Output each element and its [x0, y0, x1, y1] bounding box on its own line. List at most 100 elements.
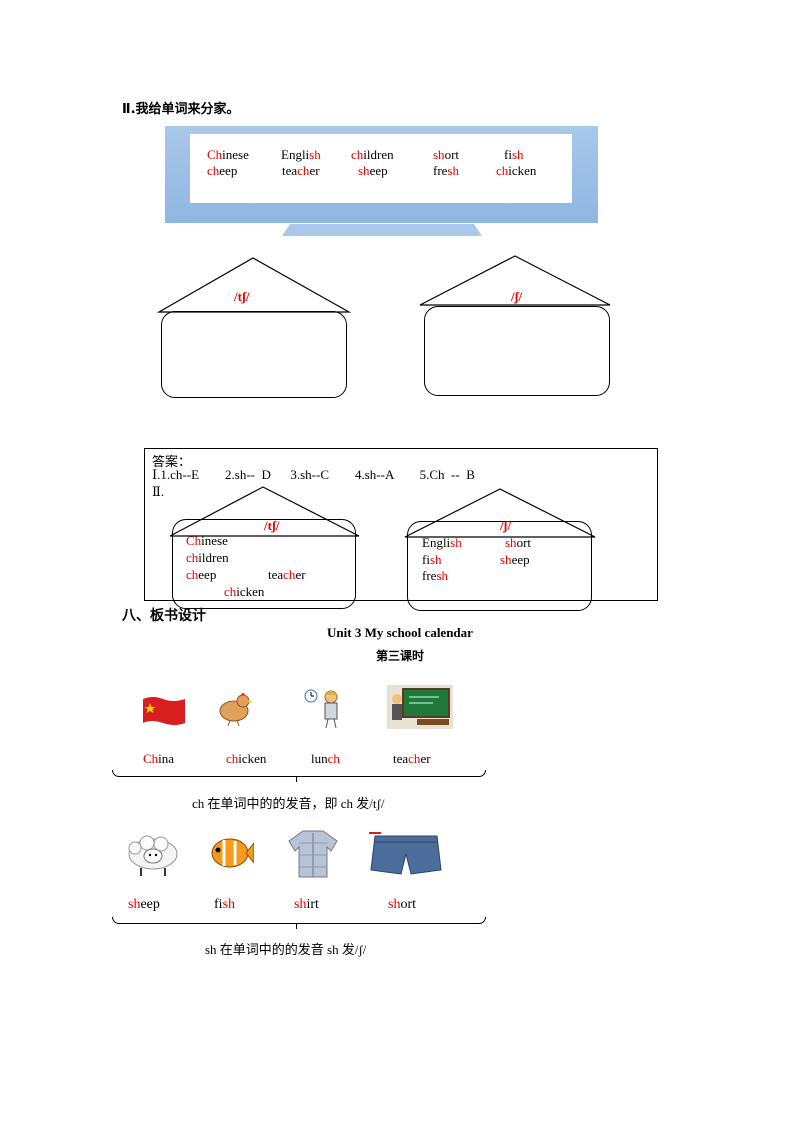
word-highlight: ch	[408, 751, 421, 766]
word: lunch	[311, 751, 340, 767]
word-part: ina	[158, 751, 175, 766]
word-highlight: ch	[207, 163, 220, 178]
word: cheep	[186, 567, 216, 583]
answer-house1-label: /tʃ/	[264, 518, 280, 533]
answer-house1-roof	[169, 486, 360, 537]
word: children	[186, 550, 229, 566]
word-part: fi	[504, 147, 512, 162]
word: teacher	[282, 163, 320, 179]
shirt-icon	[286, 828, 340, 880]
word-highlight: ch	[226, 751, 239, 766]
word-highlight: Ch	[186, 533, 202, 548]
word: fish	[504, 147, 524, 163]
lesson-title: 第三课时	[375, 649, 424, 663]
word-part: ort	[516, 535, 532, 550]
word: children	[351, 147, 394, 163]
word: China	[143, 751, 174, 767]
word-highlight: ch	[327, 751, 340, 766]
word-highlight: sh	[433, 147, 445, 162]
word-board	[165, 126, 598, 223]
word-highlight: sh	[388, 897, 401, 912]
house1-roof	[156, 257, 352, 313]
word: short	[433, 147, 459, 163]
word-highlight: sh	[505, 535, 517, 550]
word-part: Engli	[422, 535, 451, 550]
word-highlight: sh	[309, 147, 321, 162]
word-part: eep	[140, 897, 160, 912]
word: fish	[422, 552, 442, 568]
section2-title: Ⅱ.我给单词来分家。	[122, 102, 240, 117]
answer-title: 答案：	[152, 454, 192, 469]
word-part: er	[295, 567, 306, 582]
answer-house2-roof	[404, 488, 596, 538]
row2-rule: sh 在单词中的的发音 sh 发/ʃ/	[205, 942, 367, 957]
word-part: icken	[236, 584, 265, 599]
answer-house1-room	[172, 519, 356, 609]
word-part: ort	[444, 147, 460, 162]
answer-house2-room	[407, 521, 592, 611]
word-board-screen	[190, 134, 572, 203]
word-part: tea	[282, 163, 298, 178]
chicken-icon	[213, 688, 255, 728]
row1-brace-tip	[296, 776, 297, 782]
house-drawings	[156, 255, 611, 313]
word-part: ort	[400, 897, 417, 912]
word-part: irt	[306, 897, 319, 912]
word: short	[505, 535, 531, 551]
word: shirt	[294, 897, 319, 913]
word-part: fre	[422, 568, 437, 583]
word: fish	[214, 897, 235, 913]
word-highlight: ch	[496, 163, 509, 178]
row1-rule: ch 在单词中的的发音，即 ch 发/tʃ/	[192, 796, 385, 811]
word-highlight: sh	[358, 163, 370, 178]
word-part: inese	[201, 533, 228, 548]
word-highlight: sh	[128, 897, 141, 912]
word: chicken	[224, 584, 264, 600]
word: fresh	[433, 163, 459, 179]
word-part: eep	[219, 163, 238, 178]
word: chicken	[496, 163, 536, 179]
answer-line1: Ⅰ.1.ch--E 2.sh-- D 3.sh--C 4.sh--A 5.Ch …	[152, 467, 475, 482]
sheep-icon	[122, 833, 184, 879]
row2-brace-tip	[296, 923, 297, 929]
word-part: ildren	[198, 550, 229, 565]
word-highlight: sh	[450, 535, 462, 550]
fish-icon	[207, 831, 255, 875]
word: Chinese	[186, 533, 228, 549]
word-highlight: ch	[186, 550, 199, 565]
word: sheep	[500, 552, 530, 568]
answer-house-roofs	[169, 486, 596, 538]
china-flag-icon	[140, 693, 188, 729]
word-highlight: sh	[222, 897, 236, 912]
teacher-icon	[386, 684, 454, 730]
word-highlight: ch	[224, 584, 237, 599]
word-highlight: sh	[429, 552, 442, 567]
word-part: eep	[511, 552, 530, 567]
house2-label: /ʃ/	[511, 289, 523, 304]
word-part: icken	[508, 163, 537, 178]
word: English	[422, 535, 462, 551]
word: teacher	[393, 751, 431, 767]
word: Chinese	[207, 147, 249, 163]
word-highlight: Ch	[207, 147, 223, 162]
word-board-stand	[282, 224, 482, 236]
shorts-icon	[366, 829, 446, 879]
word-highlight: sh	[436, 568, 448, 583]
word-part: fre	[433, 163, 448, 178]
word: short	[388, 897, 416, 913]
word-part: lun	[311, 751, 328, 766]
word: sheep	[358, 163, 388, 179]
word-part: fi	[214, 897, 223, 912]
word-highlight: ch	[297, 163, 310, 178]
answer-line2: Ⅱ.	[152, 484, 165, 499]
word-highlight: sh	[511, 147, 524, 162]
house1-room	[161, 311, 347, 398]
word-part: tea	[268, 567, 284, 582]
word: chicken	[226, 751, 266, 767]
word-part: icken	[238, 751, 267, 766]
word-highlight: ch	[283, 567, 296, 582]
word: teacher	[268, 567, 306, 583]
word-part: ildren	[363, 147, 394, 162]
word-highlight: sh	[500, 552, 512, 567]
lunch-person-icon	[300, 686, 348, 730]
